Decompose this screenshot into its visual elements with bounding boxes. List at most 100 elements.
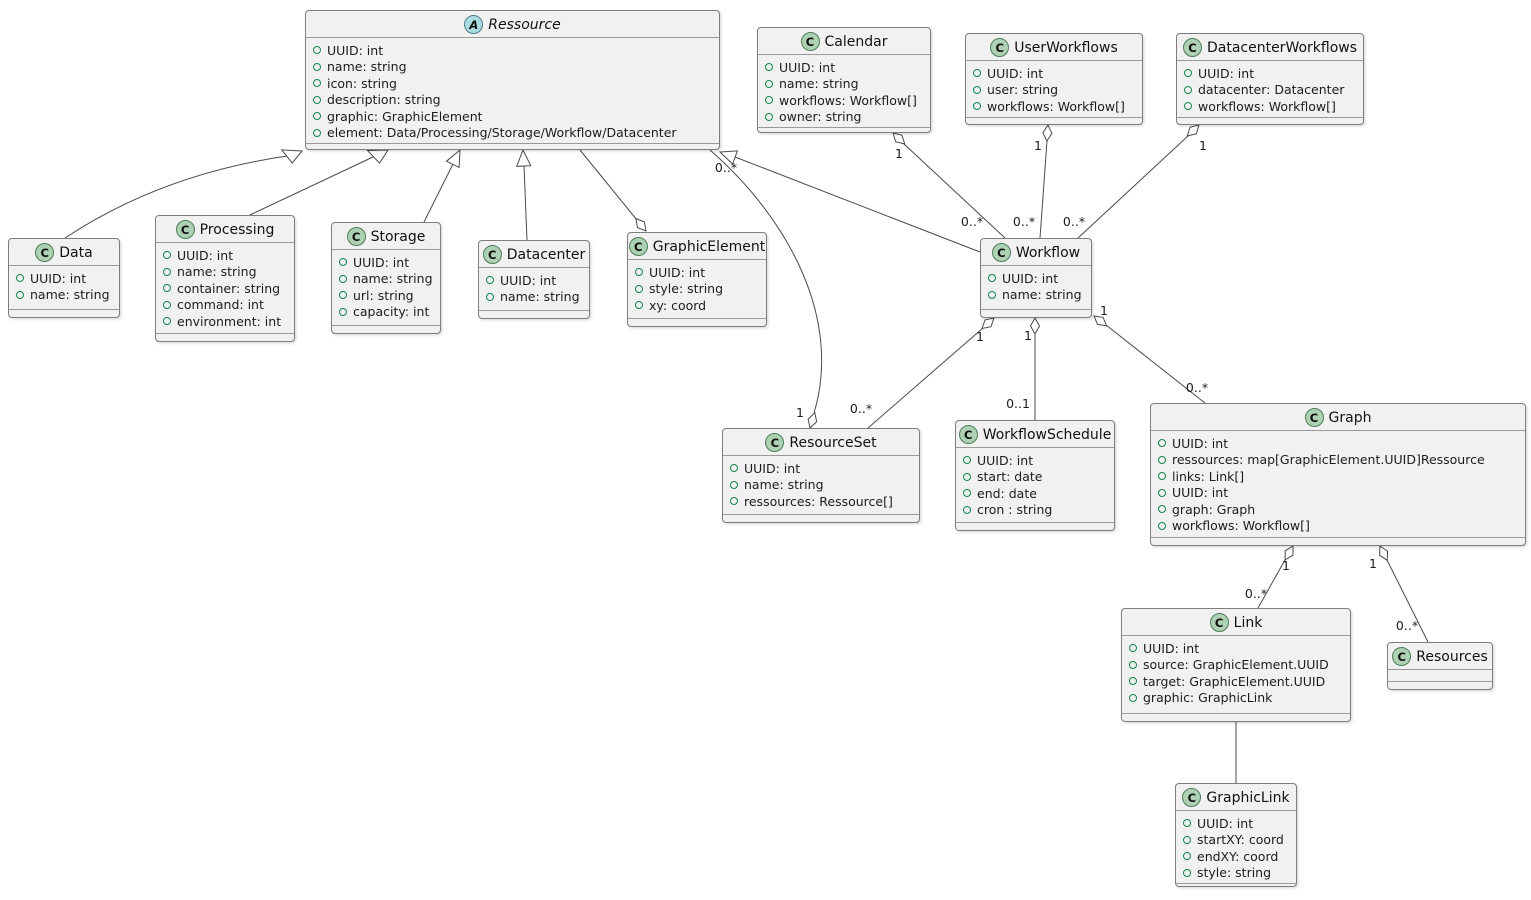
methods-compartment bbox=[1388, 681, 1492, 689]
attribute-row: UUID: int bbox=[339, 254, 434, 271]
attribute-text: graphic: GraphicElement bbox=[327, 108, 483, 124]
field-visibility-icon bbox=[988, 274, 996, 283]
attribute-row: ressources: Ressource[] bbox=[730, 493, 913, 510]
attribute-text: name: string bbox=[327, 59, 407, 75]
attribute-text: description: string bbox=[327, 92, 441, 108]
attribute-text: element: Data/Processing/Storage/Workflo… bbox=[327, 125, 677, 141]
multiplicity-label: 0..* bbox=[1063, 214, 1085, 229]
field-visibility-icon bbox=[1129, 693, 1137, 702]
class-icon: C bbox=[1209, 613, 1229, 632]
field-visibility-icon bbox=[313, 128, 321, 137]
methods-compartment bbox=[1122, 713, 1350, 721]
class-icon: C bbox=[991, 243, 1011, 262]
attribute-text: target: GraphicElement.UUID bbox=[1143, 673, 1326, 689]
attribute-row: UUID: int bbox=[16, 270, 113, 287]
class-icon: C bbox=[800, 32, 820, 51]
attribute-text: UUID: int bbox=[1143, 640, 1200, 656]
multiplicity-label: 1 bbox=[796, 405, 804, 420]
attribute-text: UUID: int bbox=[500, 272, 557, 288]
generalization-arrowhead bbox=[515, 148, 532, 167]
field-visibility-icon bbox=[635, 268, 643, 277]
attribute-text: workflows: Workflow[] bbox=[779, 92, 917, 108]
attribute-row: links: Link[] bbox=[1158, 468, 1519, 485]
field-visibility-icon bbox=[963, 489, 971, 498]
attribute-row: container: string bbox=[163, 280, 288, 297]
edge-graph-resources bbox=[1386, 559, 1429, 643]
field-visibility-icon bbox=[973, 85, 981, 94]
attributes-compartment bbox=[1388, 670, 1492, 681]
multiplicity-label: 0..* bbox=[1245, 586, 1267, 601]
generalization-arrowhead bbox=[445, 148, 461, 169]
field-visibility-icon bbox=[1129, 677, 1137, 686]
attribute-text: datacenter: Datacenter bbox=[1198, 82, 1345, 98]
class-name: Calendar bbox=[824, 33, 888, 50]
attribute-row: UUID: int bbox=[1129, 640, 1344, 657]
field-visibility-icon bbox=[1183, 819, 1191, 828]
attribute-row: UUID: int bbox=[486, 272, 583, 289]
attribute-row: environment: int bbox=[163, 313, 288, 330]
field-visibility-icon bbox=[163, 267, 171, 276]
field-visibility-icon bbox=[730, 480, 738, 489]
attribute-row: workflows: Workflow[] bbox=[765, 92, 924, 109]
attribute-text: endXY: coord bbox=[1197, 848, 1279, 864]
class-name: Resources bbox=[1416, 648, 1488, 665]
multiplicity-label: 0..* bbox=[850, 401, 872, 416]
class-icon: C bbox=[958, 425, 978, 444]
attribute-text: workflows: Workflow[] bbox=[1198, 98, 1336, 114]
field-visibility-icon bbox=[486, 276, 494, 285]
field-visibility-icon bbox=[1129, 644, 1137, 653]
attribute-row: start: date bbox=[963, 469, 1108, 486]
attribute-row: ressources: map[GraphicElement.UUID]Ress… bbox=[1158, 452, 1519, 469]
attribute-text: name: string bbox=[744, 477, 824, 493]
class-name: Storage bbox=[370, 228, 426, 245]
edge-resourceset-ressource bbox=[709, 149, 823, 414]
field-visibility-icon bbox=[635, 284, 643, 293]
multiplicity-label: 0..* bbox=[961, 214, 983, 229]
attribute-row: UUID: int bbox=[163, 247, 288, 264]
attribute-row: graph: Graph bbox=[1158, 501, 1519, 518]
field-visibility-icon bbox=[730, 464, 738, 473]
attribute-text: UUID: int bbox=[1198, 65, 1255, 81]
class-icon: C bbox=[1392, 647, 1412, 666]
class-icon: C bbox=[35, 243, 55, 262]
multiplicity-label: 1 bbox=[1199, 138, 1207, 153]
aggregation-diamond bbox=[892, 132, 906, 145]
aggregation-diamond bbox=[807, 411, 818, 429]
attribute-row: startXY: coord bbox=[1183, 832, 1290, 849]
methods-compartment bbox=[966, 116, 1142, 125]
field-visibility-icon bbox=[313, 62, 321, 71]
field-visibility-icon bbox=[1158, 521, 1166, 530]
edge-workflow-resourceset bbox=[867, 327, 984, 429]
field-visibility-icon bbox=[1184, 69, 1192, 78]
class-name: Graph bbox=[1328, 409, 1372, 426]
attribute-text: UUID: int bbox=[987, 65, 1044, 81]
class-name: Datacenter bbox=[506, 246, 586, 263]
attribute-text: command: int bbox=[177, 297, 264, 313]
class-icon: C bbox=[1182, 788, 1202, 807]
attribute-row: UUID: int bbox=[1184, 65, 1357, 82]
multiplicity-label: 0..* bbox=[715, 160, 737, 175]
class-icon: C bbox=[1304, 408, 1324, 427]
methods-compartment bbox=[1151, 537, 1525, 545]
attribute-row: owner: string bbox=[765, 109, 924, 126]
attribute-text: name: string bbox=[500, 289, 580, 305]
field-visibility-icon bbox=[313, 46, 321, 55]
attribute-row: style: string bbox=[635, 281, 760, 298]
field-visibility-icon bbox=[1183, 852, 1191, 861]
